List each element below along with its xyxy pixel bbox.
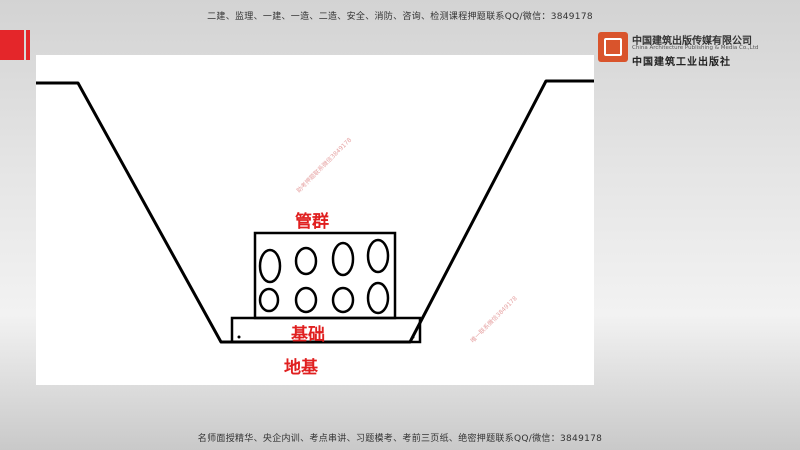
logo-name-cn: 中国建筑出版传媒有限公司	[632, 36, 752, 47]
pipe	[366, 281, 390, 315]
trench-diagram: 管群 基础 地基	[36, 79, 594, 378]
pipe	[366, 238, 390, 274]
pipe	[258, 287, 280, 313]
pipe	[258, 248, 282, 284]
pipe	[331, 241, 355, 277]
label-foundation: 基础	[290, 324, 325, 345]
bottom-banner: 名师面授精华、央企内训、考点串讲、习题模考、考前三页纸、绝密押题联系QQ/微信：…	[197, 433, 603, 444]
accent-stripe	[26, 30, 30, 60]
foundation-slab	[230, 316, 422, 344]
pipe	[294, 246, 318, 276]
publisher-logo: 中国建筑出版传媒有限公司 China Architecture Publishi…	[598, 30, 768, 72]
foundation-mark	[237, 335, 241, 339]
top-banner: 二建、监理、一建、一造、二造、安全、消防、咨询、检测课程押题联系QQ/微信：38…	[207, 11, 593, 22]
pipe	[331, 286, 355, 314]
accent-tab	[0, 30, 24, 60]
foundation-mark	[411, 335, 415, 339]
slide-canvas: 管群 基础 地基 助考押题联系微信3849178 唯一联系微信3849178	[36, 55, 594, 385]
pipe	[294, 286, 318, 314]
publisher-logo-icon	[598, 32, 628, 62]
pipe-group-box	[253, 231, 397, 320]
logo-name-en: China Architecture Publishing & Media Co…	[632, 45, 759, 51]
logo-name-cn-secondary: 中国建筑工业出版社	[632, 57, 731, 68]
label-subgrade: 地基	[284, 357, 319, 378]
label-pipes: 管群	[295, 211, 329, 232]
